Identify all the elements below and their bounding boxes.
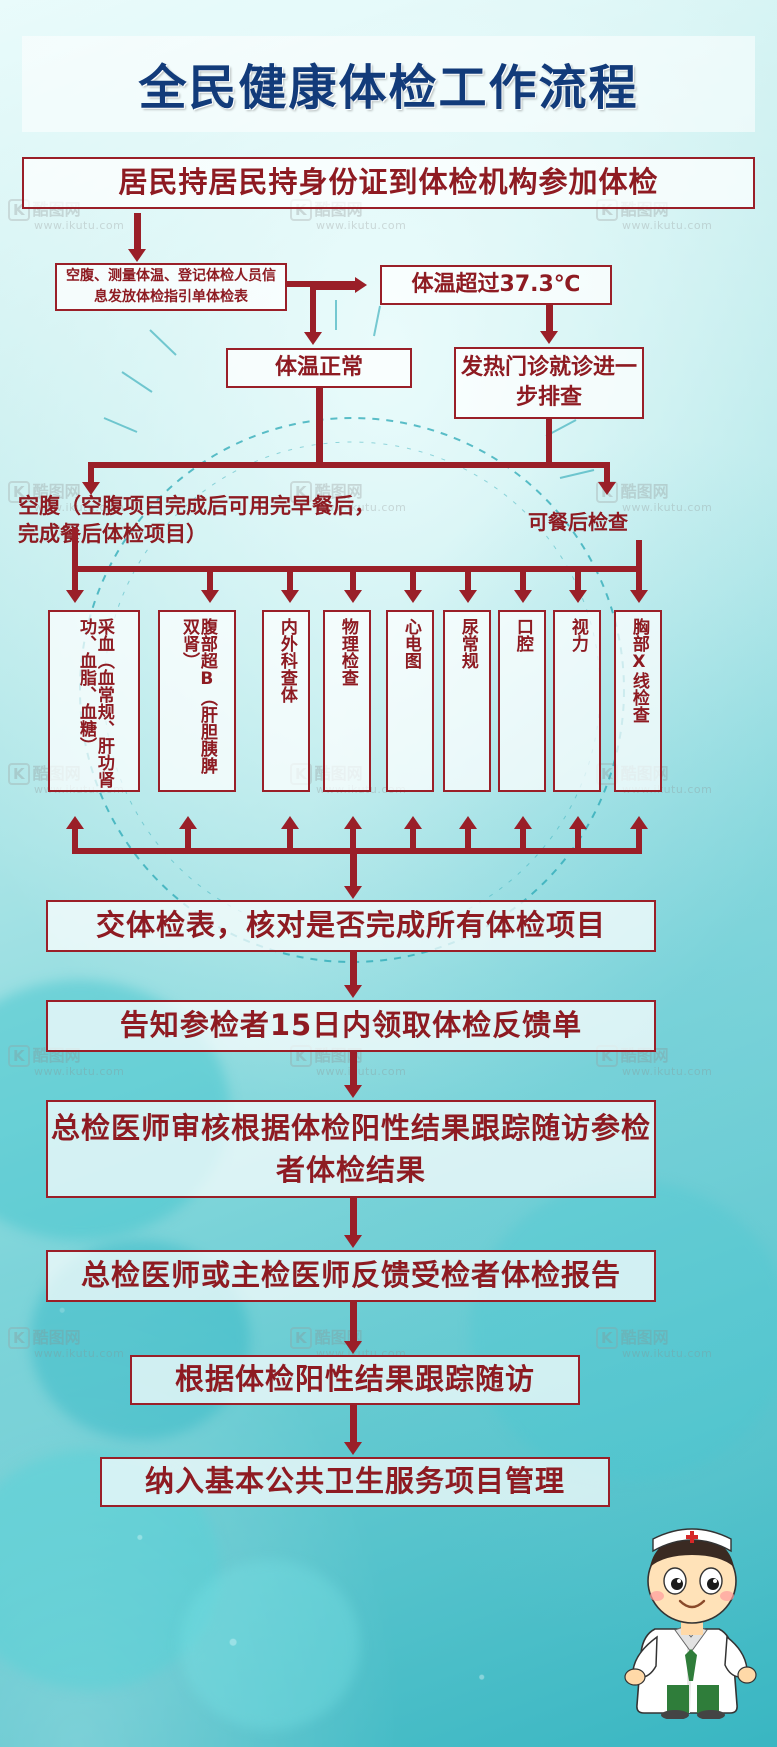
flow-node-5: 发热门诊就诊进一步排查 bbox=[454, 347, 644, 419]
item-box-4: 物理检查 bbox=[323, 610, 371, 792]
connector-line bbox=[88, 462, 94, 484]
connector-line bbox=[310, 284, 316, 334]
connector-line bbox=[316, 388, 323, 468]
item-box-6: 尿常规 bbox=[443, 610, 491, 792]
arrow-down bbox=[546, 305, 553, 333]
flow-node-10: 总检医师审核根据体检阳性结果跟踪随访参检者体检结果 bbox=[46, 1100, 656, 1198]
item-box-3: 内外科查体 bbox=[262, 610, 310, 792]
flow-node-1: 居民持居民持身份证到体检机构参加体检 bbox=[22, 157, 755, 209]
connector-line bbox=[604, 462, 610, 484]
flow-node-2: 空腹、测量体温、登记体检人员信息发放体检指引单体检表 bbox=[55, 263, 287, 311]
connector-bus bbox=[72, 566, 642, 572]
arrow-down bbox=[134, 213, 141, 251]
connector-line bbox=[310, 284, 358, 290]
connector-line bbox=[546, 419, 552, 462]
item-label: 视力 bbox=[567, 618, 588, 652]
item-label: 心电图 bbox=[400, 618, 421, 669]
connector-line bbox=[636, 540, 642, 568]
flow-node-13: 纳入基本公共卫生服务项目管理 bbox=[100, 1457, 610, 1507]
item-label: 腹部超B（肝胆胰脾双肾） bbox=[179, 618, 217, 774]
connector-bus bbox=[72, 848, 642, 854]
item-label: 内外科查体 bbox=[276, 618, 297, 703]
flow-node-7: 可餐后检查 bbox=[528, 510, 628, 534]
item-label: 物理检查 bbox=[337, 618, 358, 686]
arrow-down bbox=[350, 848, 357, 890]
flow-node-8: 交体检表，核对是否完成所有体检项目 bbox=[46, 900, 656, 952]
item-label: 采血（血常规、肝功肾功、血脂、血糖） bbox=[76, 618, 114, 788]
arrow-head bbox=[598, 482, 616, 495]
arrow-head bbox=[540, 331, 558, 344]
arrow-head bbox=[355, 277, 367, 293]
flow-node-11: 总检医师或主检医师反馈受检者体检报告 bbox=[46, 1250, 656, 1302]
flow-node-4: 体温正常 bbox=[226, 348, 412, 388]
arrow-head bbox=[128, 249, 146, 262]
connector-line bbox=[72, 528, 78, 568]
arrow-head bbox=[344, 886, 362, 899]
flow-node-9: 告知参检者15日内领取体检反馈单 bbox=[46, 1000, 656, 1052]
item-box-5: 心电图 bbox=[386, 610, 434, 792]
page-title: 全民健康体检工作流程 bbox=[138, 60, 639, 116]
item-box-2: 腹部超B（肝胆胰脾双肾） bbox=[158, 610, 236, 792]
flow-node-3: 体温超过37.3℃ bbox=[380, 265, 612, 305]
item-box-9: 胸部X线检查 bbox=[614, 610, 662, 792]
item-label: 口腔 bbox=[512, 618, 533, 652]
item-box-1: 采血（血常规、肝功肾功、血脂、血糖） bbox=[48, 610, 140, 792]
item-label: 尿常规 bbox=[457, 618, 478, 669]
title-banner bbox=[22, 36, 755, 132]
item-box-8: 视力 bbox=[553, 610, 601, 792]
flow-node-12: 根据体检阳性结果跟踪随访 bbox=[130, 1355, 580, 1405]
arrow-head bbox=[304, 332, 322, 345]
item-label: 胸部X线检查 bbox=[628, 618, 649, 723]
doctor-mascot-illustration bbox=[624, 1528, 757, 1719]
connector-bus bbox=[88, 462, 610, 468]
item-box-7: 口腔 bbox=[498, 610, 546, 792]
